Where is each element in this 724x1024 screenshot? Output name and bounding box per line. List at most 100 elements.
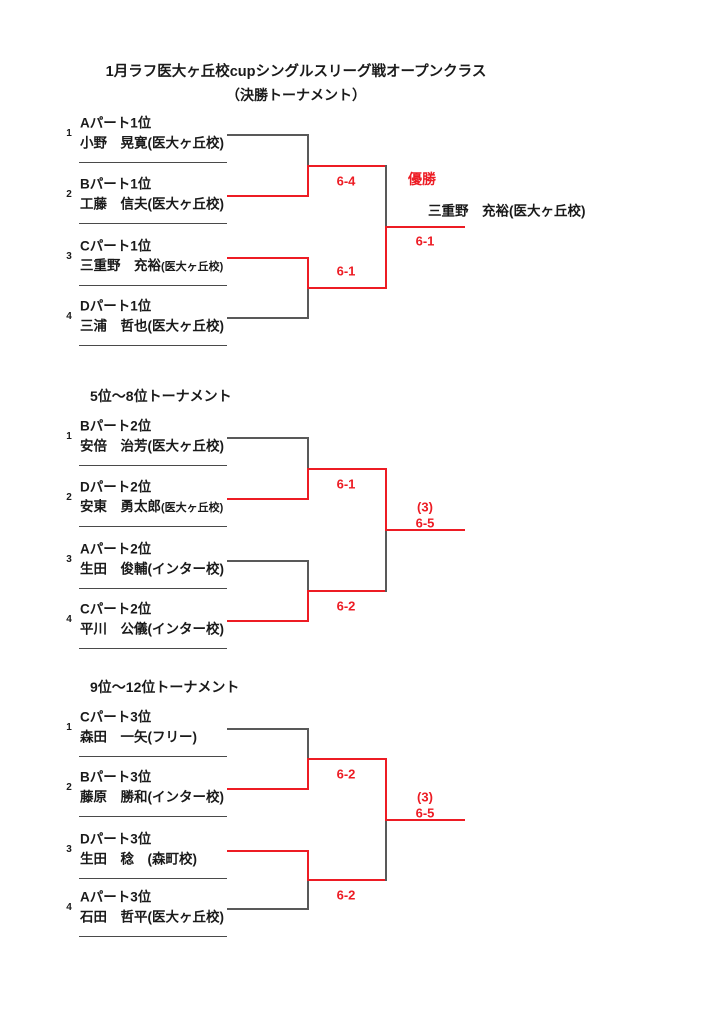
page-title: 1月ラフ医大ヶ丘校cupシングルスリーグ戦オープンクラス [105, 63, 487, 80]
winner-line [385, 528, 465, 531]
player-name: 安東 勇太郎(医大ヶ丘校) [80, 500, 223, 514]
section-title: 5位～8位トーナメント [90, 388, 232, 404]
seed-number: 3 [66, 844, 72, 855]
part-label: Cパート1位 [80, 238, 152, 254]
winner-line [307, 879, 387, 881]
winner-line [307, 467, 387, 470]
name-underline [79, 878, 227, 879]
match-score: 6-4 [336, 173, 356, 188]
winner-line [307, 758, 387, 760]
player-name-text: 三重野 充裕 [80, 258, 161, 273]
feeder-line [227, 195, 307, 197]
part-label: Aパート1位 [80, 115, 152, 131]
final-score: 6-5 [415, 515, 435, 531]
player-name: 森田 一矢(フリー) [80, 730, 197, 744]
part-label: Dパート2位 [80, 479, 152, 495]
junction-line [385, 467, 387, 531]
feeder-line [227, 317, 307, 319]
player-name-text: 工藤 信夫 [80, 196, 148, 212]
champion-label: 優勝 [408, 170, 436, 187]
player-name: 三浦 哲也(医大ヶ丘校) [80, 319, 224, 333]
junction-line [307, 560, 309, 592]
junction-line [307, 590, 309, 622]
player-name-text: 平川 公儀 [80, 621, 148, 637]
winner-line [307, 590, 387, 592]
feeder-line [227, 437, 307, 439]
final-score: 6-1 [415, 233, 435, 249]
match-score: 6-2 [336, 766, 356, 782]
part-label: Aパート2位 [80, 541, 152, 557]
name-underline [79, 816, 227, 817]
junction-line [307, 467, 309, 500]
junction-line [307, 728, 309, 760]
seed-number: 4 [66, 614, 72, 625]
player-name-text: 生田 俊輔 [80, 561, 148, 577]
match-score: 6-2 [336, 887, 356, 903]
player-name: 生田 稔 (森町校) [80, 852, 197, 866]
part-label: Dパート1位 [80, 298, 152, 314]
player-club: (医大ヶ丘校) [147, 909, 225, 925]
player-club: (医大ヶ丘校) [147, 438, 225, 454]
name-underline [79, 345, 227, 346]
player-name-text: 小野 晃寛 [80, 135, 148, 151]
junction-line [307, 437, 309, 470]
player-name-text: 石田 哲平 [80, 909, 148, 925]
player-name: 生田 俊輔(インター校) [80, 562, 224, 576]
feeder-line [227, 560, 307, 562]
final-score: 6-5 [415, 805, 435, 820]
part-label: Cパート2位 [80, 601, 152, 617]
seed-number: 1 [66, 128, 72, 139]
player-club: (医大ヶ丘校) [147, 196, 225, 212]
player-name-text: 生田 稔 [80, 851, 148, 867]
part-label: Aパート3位 [80, 889, 152, 905]
feeder-line [227, 498, 307, 500]
seed-number: 1 [66, 431, 72, 442]
seed-number: 3 [66, 251, 72, 262]
player-club: (医大ヶ丘校) [147, 318, 225, 334]
winner-line [385, 225, 465, 228]
seed-number: 1 [66, 722, 72, 733]
player-name: 平川 公儀(インター校) [80, 622, 224, 636]
page-subtitle: （決勝トーナメント） [226, 87, 366, 103]
seed-number: 4 [66, 311, 72, 322]
junction-line [307, 287, 309, 319]
name-underline [79, 526, 227, 527]
feeder-line [227, 788, 307, 790]
seed-number: 2 [66, 492, 72, 503]
player-name: 工藤 信夫(医大ヶ丘校) [80, 197, 224, 211]
winner-line [307, 164, 387, 167]
winner-line [385, 818, 465, 821]
junction-line [307, 758, 309, 790]
junction-line [307, 164, 309, 197]
final-score: (3) [417, 499, 433, 515]
section-title: 9位～12位トーナメント [90, 679, 240, 695]
junction-line [385, 225, 387, 289]
name-underline [79, 648, 227, 649]
name-underline [79, 285, 227, 286]
match-score: 6-1 [336, 476, 356, 491]
junction-line [307, 134, 309, 167]
player-club: (インター校) [147, 621, 225, 637]
part-label: Cパート3位 [80, 709, 152, 725]
part-label: Bパート2位 [80, 418, 152, 434]
player-name-text: 安倍 治芳 [80, 438, 148, 454]
part-label: Dパート3位 [80, 831, 152, 847]
player-name: 石田 哲平(医大ヶ丘校) [80, 910, 224, 924]
match-score: 6-2 [336, 598, 356, 614]
junction-line [307, 879, 309, 910]
seed-number: 4 [66, 902, 72, 913]
player-name: 藤原 勝和(インター校) [80, 790, 224, 804]
player-club: (森町校) [147, 851, 198, 867]
junction-line [385, 758, 387, 821]
player-club: (医大ヶ丘校) [161, 502, 224, 514]
name-underline [79, 223, 227, 224]
name-underline [79, 588, 227, 589]
name-underline [79, 936, 227, 937]
player-name-text: 森田 一矢 [80, 729, 148, 745]
winner-line [307, 287, 387, 289]
player-club: (フリー) [147, 729, 198, 745]
player-name-text: 安東 勇太郎 [80, 499, 161, 514]
feeder-line [227, 908, 307, 910]
